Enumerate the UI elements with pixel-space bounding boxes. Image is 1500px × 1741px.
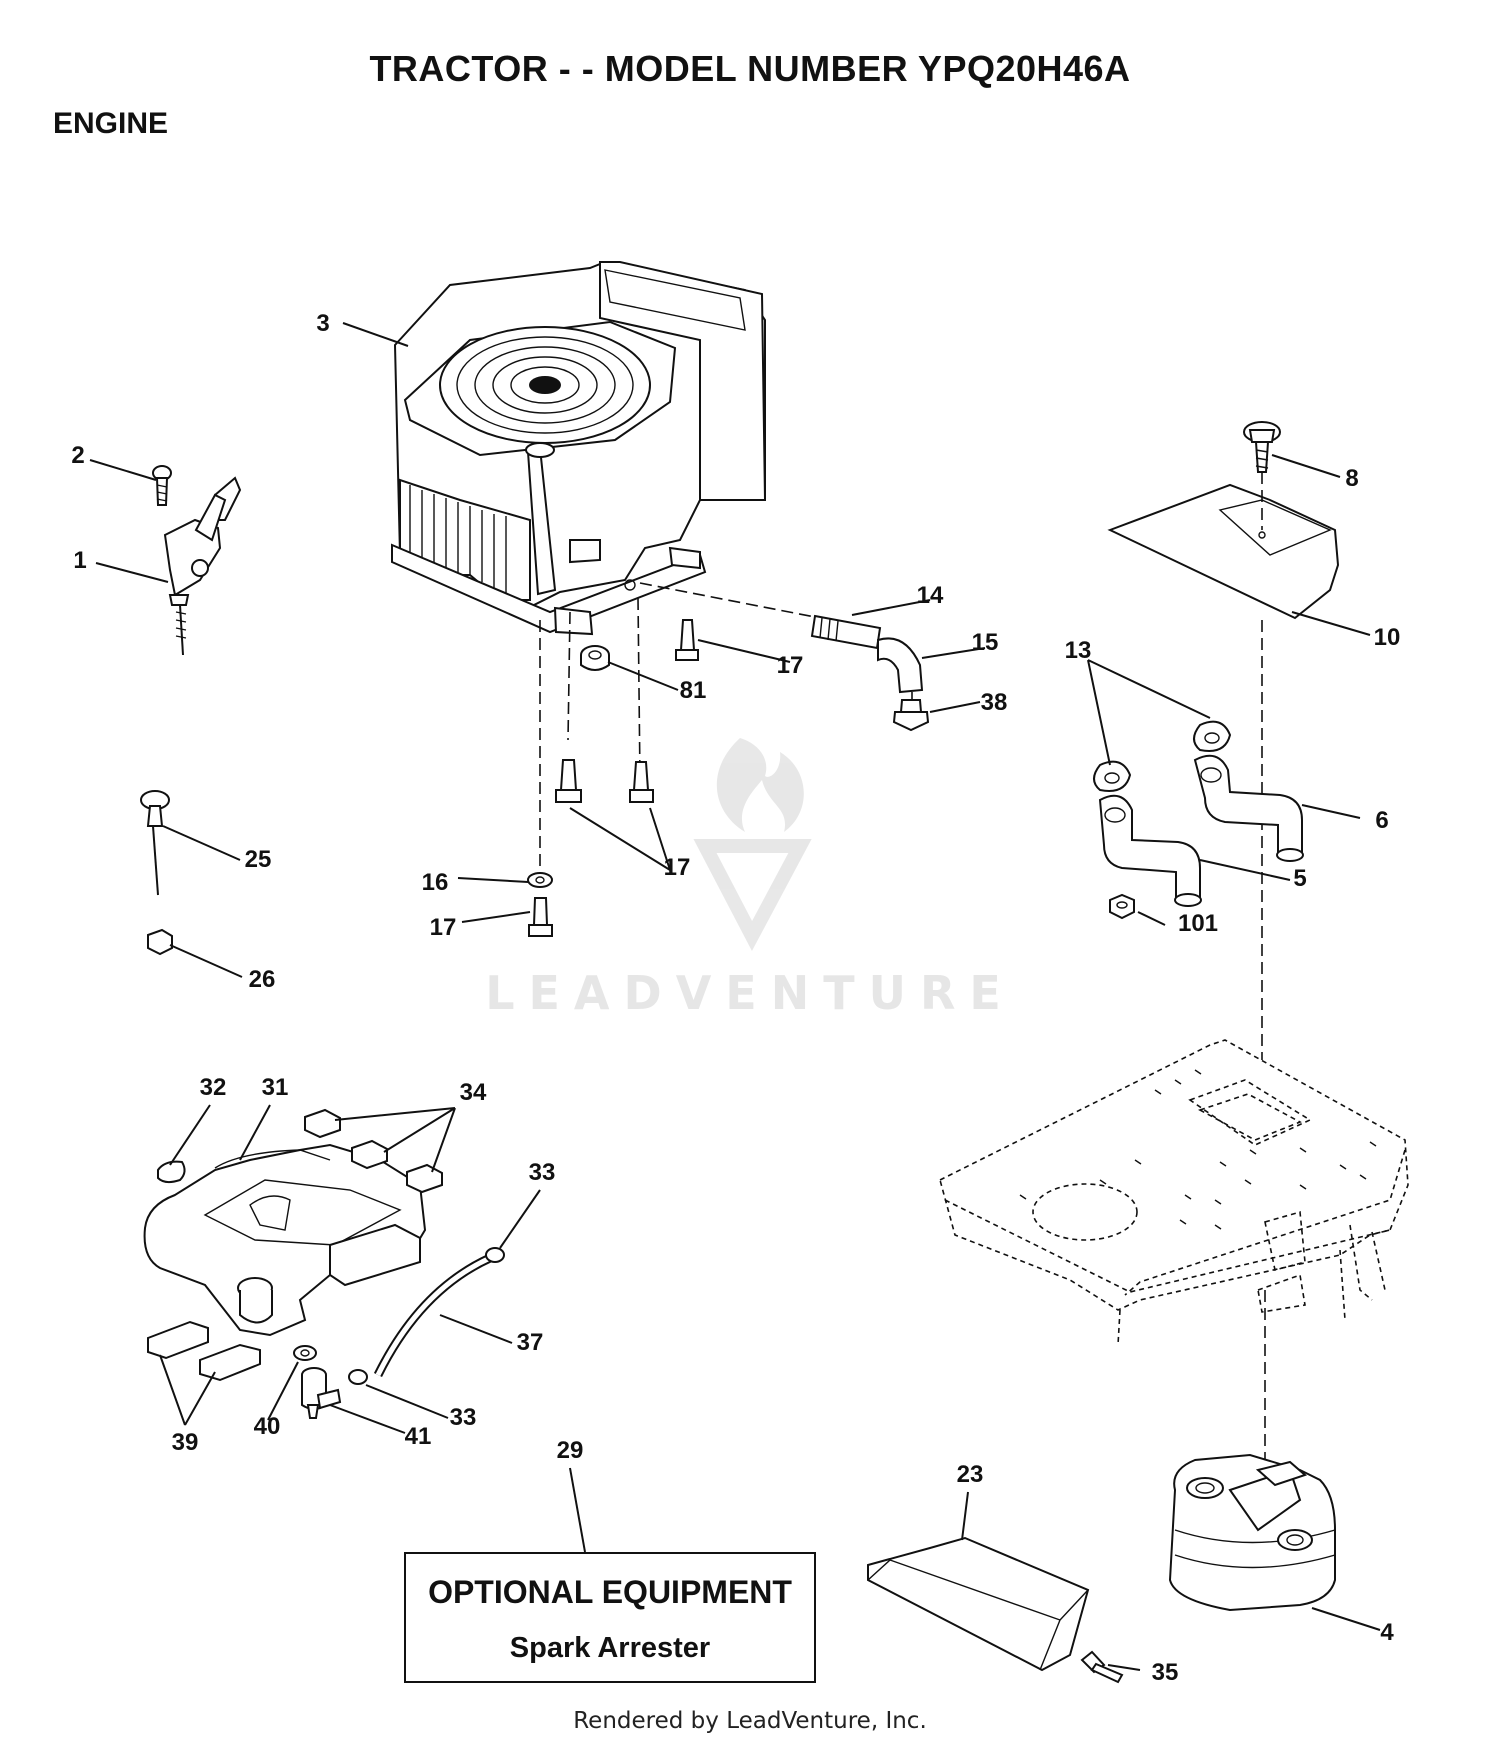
callout-5: 5 (1293, 865, 1306, 892)
callout-81: 81 (680, 677, 707, 704)
watermark-text: LEADVENTURE (485, 966, 1015, 1020)
part-25-knob-cable (140, 790, 170, 896)
part-38-plug (892, 699, 930, 732)
part-31-fuel-tank (143, 1143, 427, 1337)
callout-16: 16 (422, 869, 449, 896)
part-17-bolt-lower (528, 897, 553, 937)
part-13-gaskets (1093, 720, 1232, 792)
part-40-bushing (293, 1345, 317, 1361)
part-37-fuel-line (373, 1253, 492, 1377)
tractor-frame-reference (939, 1039, 1409, 1346)
callout-29: 29 (557, 1437, 584, 1464)
callout-35: 35 (1152, 1659, 1179, 1686)
callout-1: 1 (73, 547, 86, 574)
callout-17-middle: 17 (664, 854, 691, 881)
callout-26: 26 (249, 966, 276, 993)
optional-equipment-box: OPTIONAL EQUIPMENT Spark Arrester (404, 1552, 816, 1683)
callout-15: 15 (972, 629, 999, 656)
callout-33-lower: 33 (450, 1404, 477, 1431)
callout-10: 10 (1374, 624, 1401, 651)
part-5-exhaust-pipe (1098, 794, 1202, 907)
callout-38: 38 (981, 689, 1008, 716)
callout-40: 40 (254, 1413, 281, 1440)
part-16-washer (527, 872, 553, 888)
optional-equipment-item: Spark Arrester (509, 1632, 711, 1664)
page-title: TRACTOR - - MODEL NUMBER YPQ20H46A (369, 48, 1131, 89)
callout-13: 13 (1065, 637, 1092, 664)
callout-31: 31 (262, 1074, 289, 1101)
callout-23: 23 (957, 1461, 984, 1488)
callout-41: 41 (405, 1423, 432, 1450)
part-17-bolt-upper (675, 619, 699, 661)
part-2-screw (152, 465, 172, 506)
callout-14: 14 (917, 582, 944, 609)
part-8-screw (1243, 421, 1281, 473)
part-33-clamp-upper (485, 1247, 505, 1263)
callout-4: 4 (1380, 1619, 1394, 1646)
callout-101: 101 (1178, 910, 1218, 937)
part-6-exhaust-pipe (1193, 754, 1304, 862)
render-credit: Rendered by LeadVenture, Inc. (573, 1708, 927, 1734)
part-34-pads (304, 1108, 443, 1194)
watermark-logo (693, 738, 812, 951)
part-35-screw (1080, 1650, 1124, 1684)
part-1-throttle-control (163, 476, 242, 656)
callout-39: 39 (172, 1429, 199, 1456)
part-10-heat-shield (1107, 483, 1340, 620)
callout-17-upper: 17 (777, 652, 804, 679)
part-32-cap (157, 1160, 186, 1184)
part-4-muffler (1168, 1453, 1336, 1612)
part-33-clamp-lower (348, 1369, 368, 1385)
callout-labels: 3 2 1 8 10 13 14 15 38 17 81 17 16 17 6 … (71, 310, 1400, 1686)
callout-leaders (89, 322, 1381, 1671)
callout-32: 32 (200, 1074, 227, 1101)
section-heading: ENGINE (53, 107, 169, 140)
engine-assembly (391, 260, 767, 636)
callout-17-lower: 17 (430, 914, 457, 941)
part-101-nut (1109, 893, 1135, 920)
callout-6: 6 (1375, 807, 1388, 834)
part-14-pipe-nipple (810, 614, 882, 650)
callout-34: 34 (460, 1079, 487, 1106)
part-41-fuel-valve (301, 1367, 342, 1419)
part-26-nut (147, 928, 173, 956)
callout-3: 3 (316, 310, 329, 337)
part-15-elbow (877, 637, 924, 694)
part-17-bolts-middle (555, 759, 654, 803)
part-23-deflector (867, 1536, 1090, 1672)
callout-25: 25 (245, 846, 272, 873)
callout-33-upper: 33 (529, 1159, 556, 1186)
part-81-nut (580, 645, 610, 671)
callout-37: 37 (517, 1329, 544, 1356)
part-39-pads (147, 1320, 261, 1382)
callout-2: 2 (71, 442, 84, 469)
optional-equipment-title: OPTIONAL EQUIPMENT (428, 1574, 792, 1610)
callout-8: 8 (1345, 465, 1358, 492)
